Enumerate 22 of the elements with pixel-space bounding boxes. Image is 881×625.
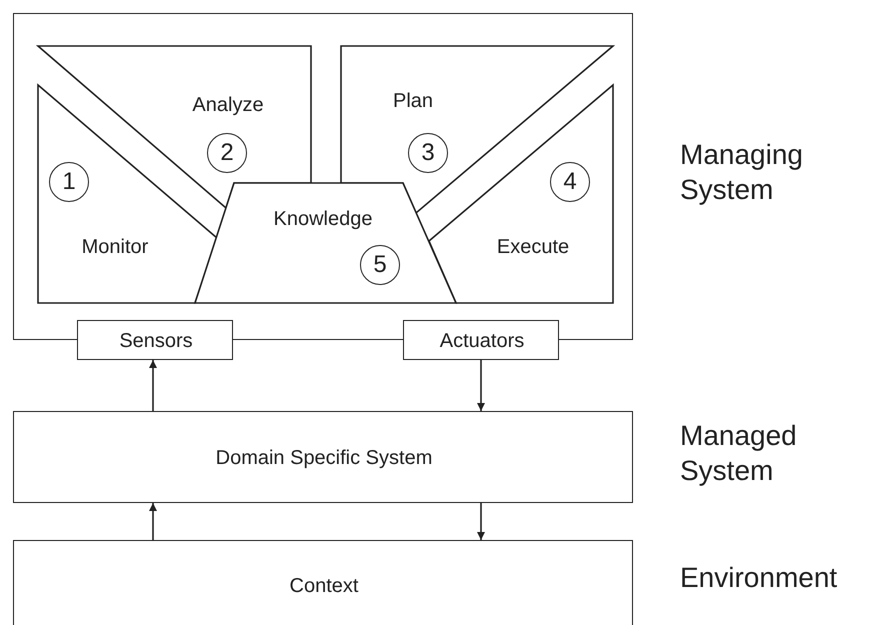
component-box	[77, 320, 233, 360]
arrow	[149, 360, 157, 411]
arrow	[149, 503, 157, 540]
arrow	[477, 503, 485, 540]
box-label: Sensors	[119, 330, 193, 352]
component-box	[403, 320, 559, 360]
stage-panel	[38, 46, 311, 208]
layer-label: Managed System	[680, 419, 798, 488]
stage-label: Analyze	[192, 94, 264, 116]
box-label: Actuators	[440, 330, 524, 352]
box-label: Context	[290, 575, 358, 597]
box-label: Domain Specific System	[216, 447, 432, 469]
arrow	[477, 360, 485, 411]
stage-label: Execute	[496, 236, 570, 258]
stage-label: Monitor	[82, 236, 148, 258]
system-box	[13, 411, 633, 503]
layer-label: Environment	[680, 561, 838, 595]
system-box	[13, 540, 633, 625]
stage-label: Plan	[392, 90, 434, 112]
layer-label: Managing System	[680, 138, 804, 207]
stage-label: Knowledge	[274, 208, 372, 230]
knowledge-trapezoid	[195, 183, 456, 303]
